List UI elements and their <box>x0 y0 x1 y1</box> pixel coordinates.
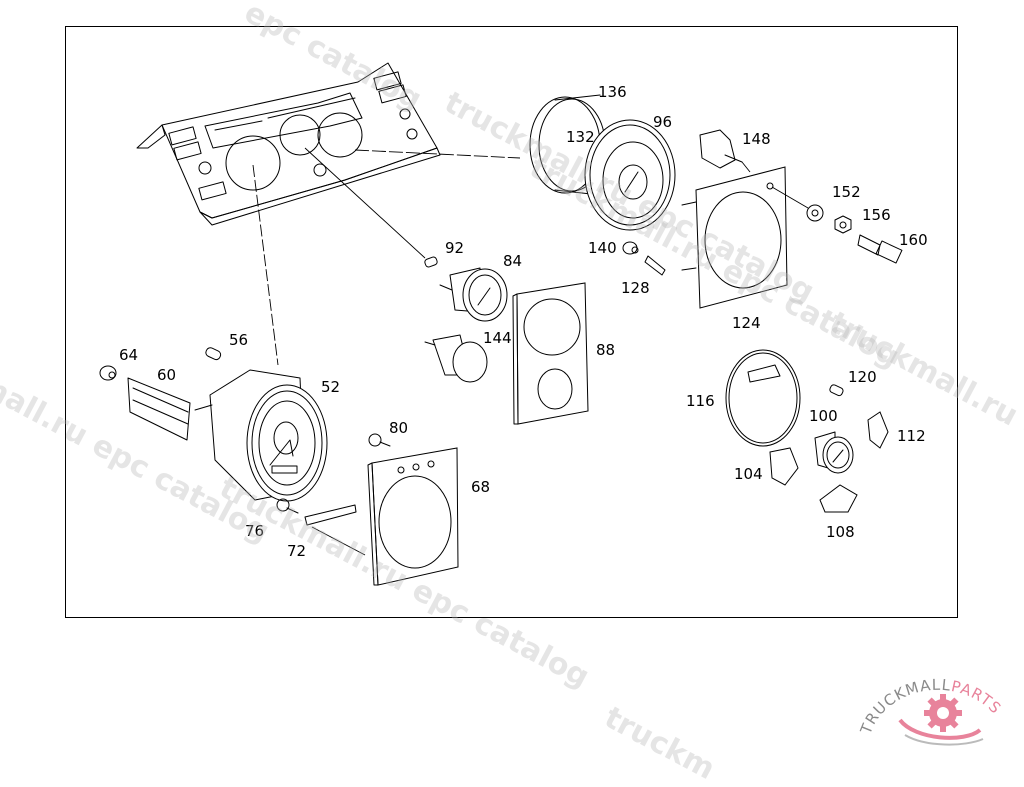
logo-swoosh-gray <box>904 734 984 746</box>
callout-84: 84 <box>503 252 522 270</box>
callout-88: 88 <box>596 341 615 359</box>
part-112-gauge <box>867 411 889 449</box>
callout-96: 96 <box>653 113 672 131</box>
callout-124: 124 <box>732 314 761 332</box>
part-144-switch <box>424 334 488 383</box>
part-80-screw <box>368 433 391 447</box>
callout-128: 128 <box>621 279 650 297</box>
part-108-gauge <box>819 484 858 513</box>
callout-80: 80 <box>389 419 408 437</box>
part-120-bulb <box>829 384 844 397</box>
part-52-speedometer <box>194 369 328 502</box>
part-148-switch <box>699 129 743 169</box>
part-128-clip <box>644 255 666 276</box>
part-116-mounting-plate <box>725 349 801 447</box>
callout-labels: 136 96 132 148 152 156 160 140 128 124 9… <box>119 83 928 560</box>
part-68-trim-panel <box>367 447 459 586</box>
callout-132: 132 <box>566 128 595 146</box>
callout-64: 64 <box>119 346 138 364</box>
part-72-clip <box>304 504 357 526</box>
callout-108: 108 <box>826 523 855 541</box>
callout-52: 52 <box>321 378 340 396</box>
part-56-bulb <box>205 347 222 361</box>
part-92-bulb <box>424 256 438 268</box>
callout-120: 120 <box>848 368 877 386</box>
callout-136: 136 <box>598 83 627 101</box>
callout-152: 152 <box>832 183 861 201</box>
callout-68: 68 <box>471 478 490 496</box>
callout-76: 76 <box>245 522 264 540</box>
callout-140: 140 <box>588 239 617 257</box>
callout-72: 72 <box>287 542 306 560</box>
callout-60: 60 <box>157 366 176 384</box>
part-140-socket <box>622 241 639 255</box>
part-84-gauge <box>439 267 508 322</box>
dashboard-panel <box>136 62 441 226</box>
part-104-gauge <box>769 447 799 486</box>
part-64-socket <box>99 365 117 381</box>
logo-swoosh <box>898 718 982 740</box>
callout-100: 100 <box>809 407 838 425</box>
truckmallparts-logo: TRUCKMALLPARTS <box>856 676 1004 746</box>
part-100-gauge <box>814 431 854 474</box>
part-88-trim-panel <box>512 282 589 425</box>
part-96-gauge <box>584 119 676 231</box>
callout-148: 148 <box>742 130 771 148</box>
part-60-bracket <box>127 377 191 441</box>
callout-112: 112 <box>897 427 926 445</box>
part-160-bulb-holder <box>857 234 903 264</box>
callout-104: 104 <box>734 465 763 483</box>
part-124-bracket <box>681 166 788 309</box>
part-152-washer <box>806 204 824 222</box>
parts-diagram: 136 96 132 148 152 156 160 140 128 124 9… <box>99 62 928 586</box>
callout-92: 92 <box>445 239 464 257</box>
callout-160: 160 <box>899 231 928 249</box>
part-76-screw <box>276 498 299 514</box>
gear-icon <box>924 694 962 732</box>
callout-144: 144 <box>483 329 512 347</box>
part-156-nut <box>834 215 852 234</box>
callout-56: 56 <box>229 331 248 349</box>
callout-116: 116 <box>686 392 715 410</box>
callout-156: 156 <box>862 206 891 224</box>
